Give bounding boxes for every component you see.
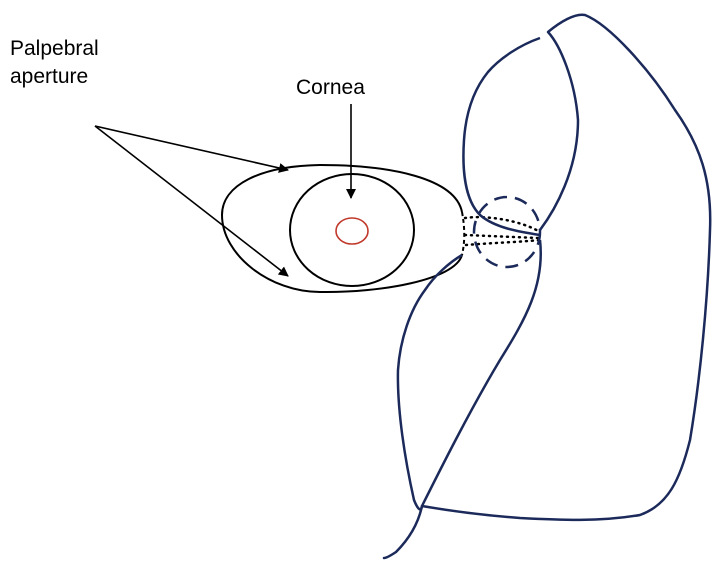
palpebral-aperture-outline [222,165,462,292]
dotted-connection-middle [465,235,538,238]
palpebral-aperture-label-line2: aperture [10,63,88,91]
external-shape-tail [384,506,422,558]
external-shape-lower-left-lobe [398,255,462,509]
external-shape-right-lobe [422,15,710,520]
dotted-connection-upper [465,217,540,232]
cornea-circle [290,174,414,286]
external-shape-upper-left-lobe [463,38,540,235]
palpebral-aperture-label-line1: Palpebral [10,35,99,63]
cornea-label: Cornea [296,74,365,102]
pupil-circle [336,218,368,244]
dashed-connection-circle [474,197,540,267]
